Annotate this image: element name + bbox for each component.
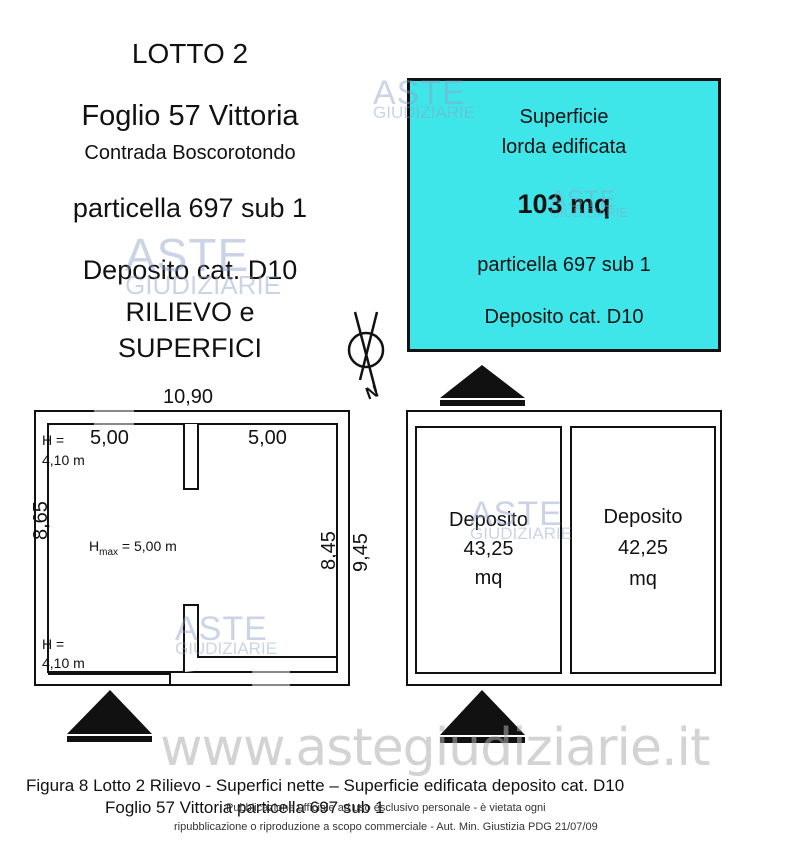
watermark-logo-1: ASTE GIUDIZIARIE bbox=[373, 76, 475, 121]
height-label-top: H = bbox=[42, 432, 65, 448]
height-value-bottom: 4,10 m bbox=[42, 655, 85, 671]
disclaimer-line2: ripubblicazione o riproduzione a scopo c… bbox=[174, 821, 598, 833]
height-label-bottom: H = bbox=[42, 636, 65, 652]
max-height-sub: max bbox=[99, 546, 119, 558]
room1-value: 43,25 bbox=[463, 538, 514, 560]
watermark-site: www.astegiudiziarie.it bbox=[160, 718, 710, 778]
access-arrow-icons bbox=[67, 365, 525, 743]
particella-title: particella 697 sub 1 bbox=[72, 193, 308, 223]
watermark-logo-4: ASTE GIUDIZIARIE bbox=[470, 497, 572, 542]
watermark-aste: ASTE bbox=[373, 74, 466, 112]
surface-summary-box: Superficie lorda edificata 103 mq partic… bbox=[407, 78, 721, 352]
rilievo-title: RILIEVO e bbox=[125, 297, 255, 327]
contrada-title: Contrada Boscorotondo bbox=[84, 142, 296, 164]
watermark-logo-5: ASTE GIUDIZIARIE bbox=[175, 612, 277, 657]
room1-unit: mq bbox=[474, 567, 503, 589]
max-height-h: H bbox=[89, 538, 100, 554]
surfaces-plan bbox=[406, 410, 722, 686]
superfici-title: SUPERFICI bbox=[117, 333, 263, 363]
north-arrow-icon bbox=[347, 311, 385, 393]
partition-walls bbox=[48, 424, 337, 684]
max-height-value: = 5,00 m bbox=[121, 538, 177, 554]
watermark-logo-2: ASTE GIUDIZIARIE bbox=[125, 232, 281, 298]
summary-particella: particella 697 sub 1 bbox=[477, 254, 651, 276]
dimension-top: 10,90 bbox=[163, 386, 214, 408]
dimension-left-room: 5,00 bbox=[90, 427, 129, 449]
dimension-right-room: 5,00 bbox=[248, 427, 287, 449]
max-height-label: Hmax = 5,00 m bbox=[89, 538, 177, 558]
summary-category: Deposito cat. D10 bbox=[484, 306, 644, 328]
door-bottom bbox=[252, 670, 290, 687]
room1-surface: Deposito 43,25 mq bbox=[416, 506, 561, 593]
figure-caption-line1: Figura 8 Lotto 2 Rilievo - Superfici net… bbox=[26, 776, 625, 795]
height-value-top: 4,10 m bbox=[42, 452, 85, 468]
summary-area: 103 mq bbox=[517, 189, 611, 219]
watermark-aste: ASTE bbox=[175, 610, 268, 648]
room2-value: 42,25 bbox=[617, 537, 669, 559]
summary-line1: Superficie bbox=[519, 106, 609, 128]
deposito-title: Deposito cat. D10 bbox=[82, 255, 298, 285]
watermark-giudiziarie: GIUDIZIARIE bbox=[470, 524, 573, 543]
dimension-outer: 9,45 bbox=[350, 533, 372, 572]
lotto-title: LOTTO 2 bbox=[131, 38, 249, 69]
watermark-aste: ASTE bbox=[470, 495, 563, 533]
room2-surface: Deposito 42,25 mq bbox=[571, 502, 715, 595]
room2-label: Deposito bbox=[603, 506, 683, 528]
dimension-inner: 8,45 bbox=[318, 531, 340, 570]
watermark-aste: ASTE bbox=[125, 229, 250, 281]
watermark-giudiziarie: GIUDIZIARIE bbox=[550, 205, 629, 220]
room1-label: Deposito bbox=[449, 509, 528, 531]
dimension-left: 8,65 bbox=[30, 501, 52, 540]
door-top bbox=[94, 409, 134, 426]
watermark-logo-3: ASTE GIUDIZIARIE bbox=[550, 186, 629, 220]
watermark-aste: ASTE bbox=[550, 186, 617, 213]
figure-caption-line2: Foglio 57 Vittoria particella 697 sub 1 bbox=[105, 798, 385, 817]
room2-unit: mq bbox=[629, 568, 657, 590]
watermark-giudiziarie: GIUDIZIARIE bbox=[373, 103, 476, 122]
watermark-giudiziarie: GIUDIZIARIE bbox=[175, 639, 278, 658]
foglio-title: Foglio 57 Vittoria bbox=[81, 100, 299, 132]
watermark-giudiziarie: GIUDIZIARIE bbox=[125, 270, 282, 300]
disclaimer-line1: Pubblicazione ufficiale ad uso esclusivo… bbox=[226, 802, 546, 814]
summary-line2: lorda edificata bbox=[501, 136, 627, 158]
